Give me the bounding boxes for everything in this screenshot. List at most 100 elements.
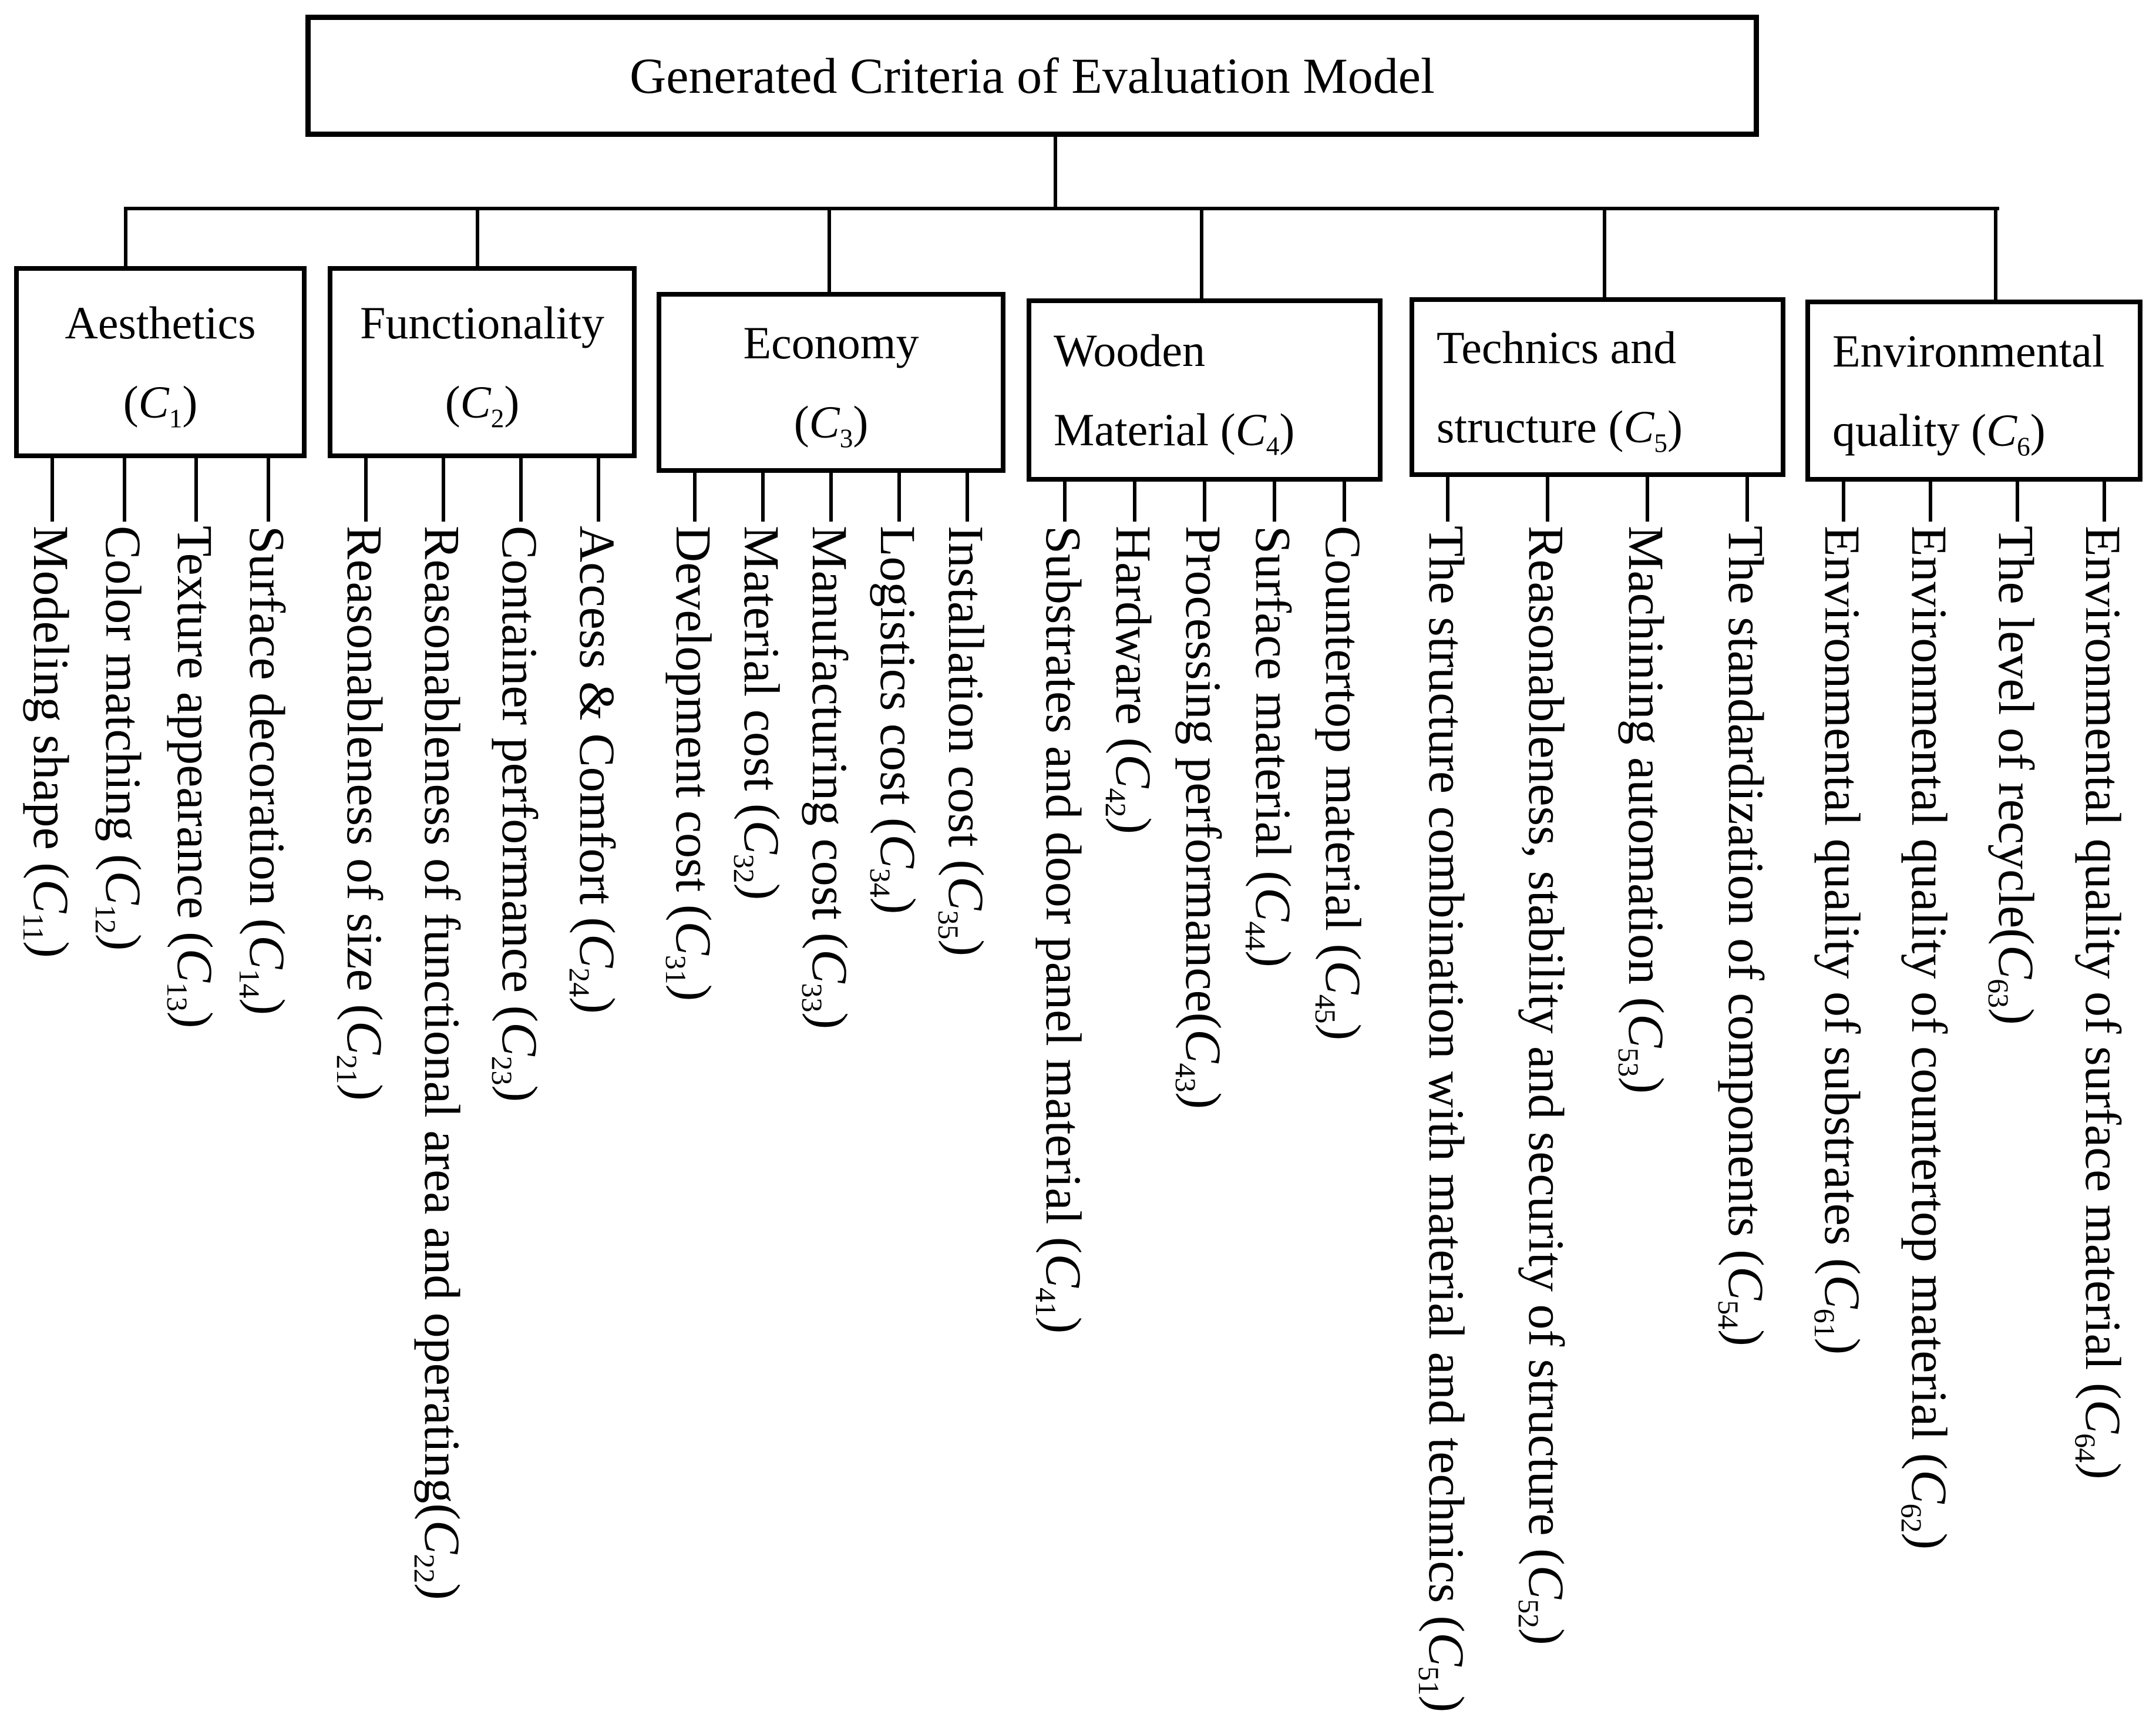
label-text: ) [1901, 1533, 1957, 1550]
criterion-code-subscript: 21 [330, 1054, 363, 1084]
label-text: ) [1718, 1329, 1774, 1346]
criterion-code-letter: C [1718, 1266, 1774, 1300]
criterion-code-subscript: 23 [485, 1056, 518, 1086]
branch-connector-c3 [828, 207, 831, 292]
category-label-line: Environmental [1810, 311, 2138, 391]
category-label-line: Technics and [1414, 308, 1781, 387]
label-text: ) [734, 883, 790, 900]
criterion-code-letter: C [460, 376, 491, 428]
category-label-line: (C2) [332, 362, 632, 442]
criterion-label-c32: Material cost (C32) [728, 526, 790, 900]
criterion-stem-c23 [519, 458, 523, 522]
criterion-code-subscript: 3 [839, 424, 853, 453]
label-text: ( [123, 376, 139, 428]
criterion-code-letter: C [2075, 1399, 2131, 1434]
criterion-code-letter: C [1901, 1470, 1957, 1504]
label-text: Texture appearance ( [167, 526, 223, 949]
label-text: ) [1279, 404, 1295, 455]
criterion-code-subscript: 42 [1099, 788, 1132, 818]
criterion-stem-c33 [829, 473, 833, 522]
criterion-code-letter: C [414, 1520, 470, 1554]
criterion-code-subscript: 52 [1512, 1599, 1545, 1628]
label-text: Environmental quality of surface materia… [2075, 526, 2131, 1400]
label-text: ) [414, 1583, 470, 1600]
label-text: ) [182, 376, 198, 428]
label-text: ) [938, 939, 994, 956]
criterion-code-subscript: 64 [2068, 1433, 2101, 1463]
label-text: Reasonableness of size ( [337, 526, 393, 1021]
criterion-code-subscript: 31 [659, 955, 692, 984]
label-text: The standardization of components ( [1718, 526, 1774, 1266]
label-text: Technics and [1437, 322, 1677, 373]
criterion-code-letter: C [1315, 960, 1371, 994]
label-text: ) [1667, 401, 1683, 452]
criterion-stem-c14 [267, 458, 270, 522]
category-box-c3: Economy(C3) [657, 292, 1005, 473]
label-text: ) [1518, 1628, 1575, 1645]
criterion-code-letter: C [23, 879, 79, 913]
criterion-stem-c53 [1646, 477, 1649, 522]
label-text: Development cost ( [665, 526, 722, 922]
label-text: Machining automation ( [1618, 526, 1674, 1014]
criterion-stem-c63 [2016, 482, 2019, 522]
criterion-stem-c12 [123, 458, 126, 522]
criterion-stem-c21 [364, 458, 368, 522]
criterion-code-letter: C [167, 948, 223, 983]
criterion-code-subscript: 63 [1982, 979, 2014, 1009]
criterion-stem-c62 [1929, 482, 1932, 522]
label-text: The structure combination with material … [1418, 526, 1475, 1633]
criterion-code-subscript: 32 [727, 853, 760, 883]
criterion-stem-c42 [1133, 482, 1136, 522]
category-label-line: Aesthetics [19, 283, 302, 362]
label-text: ) [95, 933, 152, 951]
criterion-label-c45: Countertop material (C45) [1309, 526, 1371, 1040]
criterion-code-letter: C [1245, 887, 1301, 922]
criterion-code-subscript: 44 [1239, 921, 1272, 951]
criterion-code-letter: C [1986, 405, 2017, 456]
criterion-code-letter: C [665, 921, 722, 955]
branch-connector-c4 [1200, 207, 1203, 298]
criterion-code-letter: C [734, 820, 790, 854]
criterion-code-subscript: 43 [1169, 1063, 1202, 1093]
criterion-label-c23: Container performance (C23) [486, 526, 548, 1103]
criterion-code-subscript: 33 [795, 983, 828, 1013]
trunk-connector [1054, 137, 1057, 210]
criterion-code-subscript: 5 [1654, 428, 1668, 458]
criterion-stem-c22 [442, 458, 445, 522]
criterion-label-c14: Surface decoration (C14) [233, 526, 295, 1015]
label-text: Manufacturing cost ( [802, 526, 858, 950]
criterion-code-letter: C [1175, 1029, 1232, 1063]
label-text: Reasonableness, stability and security o… [1518, 526, 1575, 1565]
criterion-code-letter: C [1518, 1565, 1575, 1599]
criterion-stem-c24 [597, 458, 600, 522]
label-text: ) [2075, 1462, 2131, 1480]
category-label-line: Economy [661, 303, 1001, 382]
criterion-code-letter: C [1814, 1275, 1871, 1309]
label-text: ) [665, 984, 722, 1002]
criterion-stem-c64 [2103, 482, 2106, 522]
criterion-code-subscript: 34 [863, 868, 896, 898]
criterion-label-c13: Texture appearance (C13) [161, 526, 223, 1029]
criterion-code-subscript: 2 [490, 404, 504, 433]
criterion-stem-c41 [1063, 482, 1067, 522]
category-label-line: quality (C6) [1810, 391, 2138, 470]
label-text: ) [23, 941, 79, 958]
criterion-stem-c11 [51, 458, 54, 522]
label-text: Generated Criteria of Evaluation Model [630, 48, 1435, 104]
criterion-stem-c54 [1745, 477, 1749, 522]
criterion-code-subscript: 12 [89, 904, 122, 934]
label-text: ) [492, 1085, 548, 1103]
category-label-line: Functionality [332, 283, 632, 362]
criterion-code-subscript: 24 [563, 967, 596, 997]
criterion-stem-c35 [966, 473, 969, 522]
criterion-code-letter: C [492, 1022, 548, 1056]
criterion-code-letter: C [1623, 401, 1654, 452]
criterion-label-c62: Environmental quality of countertop mate… [1895, 526, 1957, 1550]
label-text: Functionality [360, 297, 604, 348]
label-text: Surface decoration ( [239, 526, 295, 936]
label-text: ) [337, 1084, 393, 1101]
label-text: Color matching ( [95, 526, 152, 871]
criterion-code-letter: C [1418, 1632, 1475, 1666]
